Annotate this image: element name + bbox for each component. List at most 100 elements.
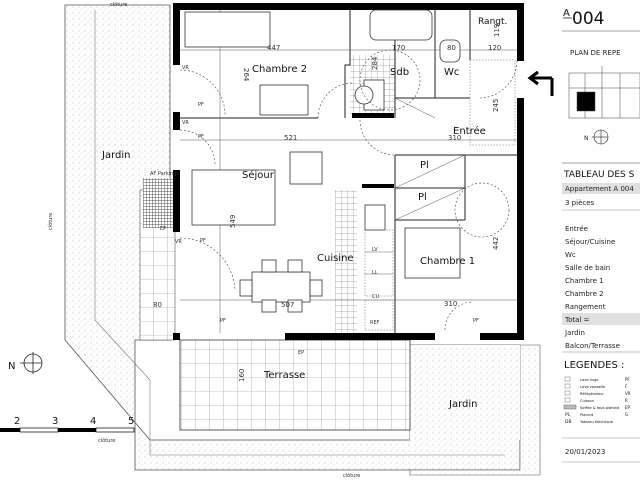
room-jardin-right: Jardin — [448, 399, 477, 410]
svg-text:Tableau électrique: Tableau électrique — [579, 420, 614, 424]
room-sejour: Séjour — [242, 169, 275, 181]
room-cuisine: Cuisine — [317, 253, 354, 264]
plan-annotations: AF Parkings clôture clôture clôture clôt… — [47, 1, 479, 479]
svg-text:PF: PF — [473, 318, 479, 324]
room-terrasse: Terrasse — [263, 370, 305, 381]
svg-text:Entrée: Entrée — [565, 225, 588, 233]
room-rangement: Rangt. — [478, 17, 507, 27]
svg-text:PL: PL — [565, 412, 571, 418]
svg-text:clôture: clôture — [98, 437, 115, 444]
svg-text:LV: LV — [372, 247, 378, 253]
svg-text:DB: DB — [565, 419, 572, 425]
svg-text:Chambre 1: Chambre 1 — [565, 277, 604, 285]
svg-text:PF: PF — [198, 102, 204, 108]
room-entree: Entrée — [453, 125, 486, 137]
svg-text:3: 3 — [52, 416, 58, 427]
kitchen-tiles — [335, 190, 357, 333]
svg-text:Lave linge: Lave linge — [580, 378, 599, 382]
svg-text:F: F — [625, 384, 628, 389]
svg-text:Soffite & faux-plafond: Soffite & faux-plafond — [580, 406, 619, 410]
svg-text:4: 4 — [90, 416, 96, 427]
svg-text:N: N — [8, 361, 15, 372]
svg-text:2: 2 — [14, 416, 20, 427]
terrace — [179, 339, 411, 431]
placard-1: Pl — [420, 160, 429, 171]
key-compass-icon: N — [584, 129, 609, 145]
walls — [173, 3, 524, 340]
svg-text:310: 310 — [444, 300, 457, 308]
svg-text:Rangement: Rangement — [565, 303, 606, 311]
svg-text:AF Parkings: AF Parkings — [150, 171, 179, 177]
svg-text:VR: VR — [625, 391, 631, 396]
svg-text:Total =: Total = — [564, 316, 590, 324]
svg-text:447: 447 — [267, 44, 280, 52]
svg-text:EP: EP — [625, 405, 631, 410]
svg-text:284: 284 — [371, 56, 379, 70]
svg-text:Salle de bain: Salle de bain — [565, 264, 610, 272]
svg-text:442: 442 — [492, 237, 500, 250]
svg-text:310: 310 — [448, 134, 461, 142]
svg-text:264: 264 — [242, 68, 250, 82]
svg-text:80: 80 — [153, 301, 162, 309]
svg-text:Jardin: Jardin — [564, 329, 585, 337]
svg-text:20/01/2023: 20/01/2023 — [565, 448, 605, 456]
svg-text:PF: PF — [625, 377, 630, 382]
svg-text:004: 004 — [572, 9, 604, 29]
svg-text:PLAN DE REPE: PLAN DE REPE — [570, 49, 621, 57]
room-sdb: Sdb — [390, 67, 409, 78]
svg-text:Wc: Wc — [565, 251, 576, 259]
svg-text:521: 521 — [284, 134, 297, 142]
svg-text:Séjour/Cuisine: Séjour/Cuisine — [565, 238, 615, 246]
svg-text:Chambre 2: Chambre 2 — [565, 290, 604, 298]
door-swings — [179, 49, 518, 331]
garden-right — [410, 345, 520, 440]
room-chambre-2: Chambre 2 — [252, 64, 307, 75]
north-compass-icon: N — [8, 352, 43, 374]
svg-text:clôture: clôture — [47, 213, 54, 230]
svg-text:VR: VR — [182, 65, 189, 71]
svg-text:160: 160 — [238, 369, 246, 382]
svg-text:245: 245 — [492, 99, 500, 112]
svg-text:Lave vaisselle: Lave vaisselle — [580, 385, 606, 389]
svg-text:Placard: Placard — [580, 413, 593, 417]
svg-text:TABLEAU DES S: TABLEAU DES S — [563, 170, 635, 180]
svg-text:G: G — [625, 412, 628, 417]
svg-text:5: 5 — [128, 416, 134, 427]
room-jardin-left: Jardin — [101, 150, 130, 161]
key-plan-highlight — [576, 91, 596, 112]
dimensions: 447 264 170 284 80 120 119 245 521 310 5… — [153, 24, 501, 382]
svg-text:clôture: clôture — [110, 1, 127, 8]
svg-text:Cuisson: Cuisson — [580, 399, 594, 403]
svg-text:PF: PF — [198, 134, 204, 140]
af-parkings-grid — [143, 178, 173, 228]
furniture — [184, 9, 461, 313]
svg-text:A: A — [563, 8, 570, 19]
svg-text:119: 119 — [493, 24, 501, 37]
svg-text:CU: CU — [372, 294, 379, 300]
svg-text:Balcon/Terrasse: Balcon/Terrasse — [565, 342, 620, 350]
svg-text:EP: EP — [160, 226, 166, 232]
svg-text:N: N — [584, 135, 589, 142]
svg-text:LEGENDES :: LEGENDES : — [564, 360, 624, 371]
svg-text:Réfrigérateur: Réfrigérateur — [580, 392, 604, 396]
partitions — [180, 10, 517, 333]
svg-text:PF: PF — [220, 318, 226, 324]
svg-text:Appartement A 004: Appartement A 004 — [565, 185, 634, 193]
placard-lines — [394, 97, 466, 221]
svg-text:REF: REF — [370, 320, 380, 326]
svg-text:80: 80 — [447, 44, 456, 52]
svg-text:clôture: clôture — [343, 472, 360, 479]
svg-text:EP: EP — [298, 350, 304, 356]
entrance-arrow-icon — [527, 70, 554, 96]
svg-text:120: 120 — [488, 44, 501, 52]
svg-text:LL: LL — [372, 270, 378, 276]
svg-text:PF: PF — [200, 238, 206, 244]
svg-text:549: 549 — [229, 215, 237, 228]
svg-text:R: R — [625, 398, 628, 403]
svg-text:507: 507 — [281, 301, 294, 309]
room-wc: Wc — [444, 67, 459, 78]
svg-text:VR: VR — [182, 120, 189, 126]
room-chambre-1: Chambre 1 — [420, 256, 475, 267]
placard-2: Pl — [418, 192, 427, 203]
